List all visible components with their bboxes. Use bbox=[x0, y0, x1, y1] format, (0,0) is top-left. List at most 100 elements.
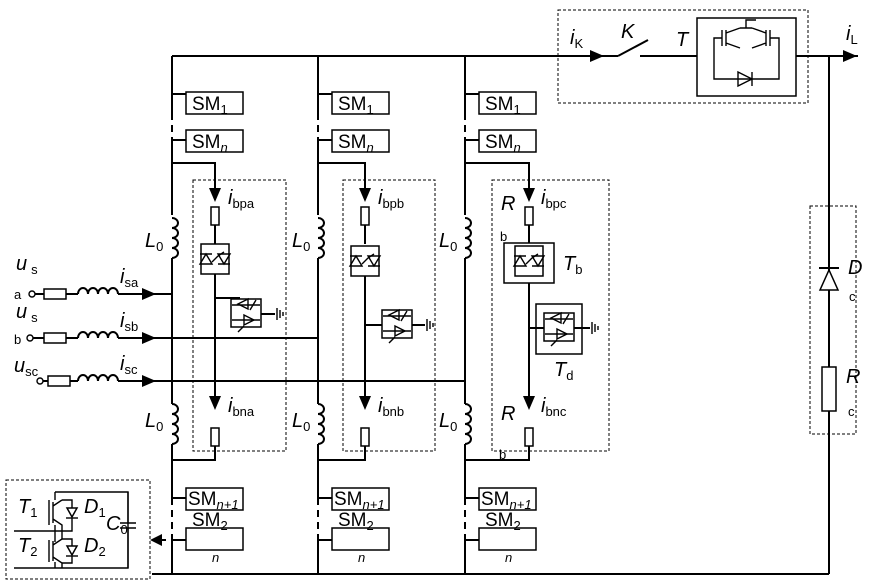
bottom-dc-bus bbox=[152, 548, 829, 574]
arm-b-thyristor-td bbox=[382, 310, 412, 343]
arm-c-td-label: Td bbox=[554, 359, 573, 383]
switch-k-label: K bbox=[621, 21, 636, 43]
arm-a-res-bot bbox=[211, 428, 219, 446]
arm-c-sm2-n: n bbox=[505, 550, 512, 565]
isa-arrow bbox=[142, 288, 156, 300]
phase-b-inductor bbox=[78, 332, 118, 338]
arm-a-ground bbox=[277, 308, 283, 320]
phase-b-terminal bbox=[27, 335, 33, 341]
arm-b-thyristor-tb bbox=[350, 246, 380, 276]
resistor-rc-sub: c bbox=[848, 404, 855, 419]
arm-b-inductor-top bbox=[318, 218, 324, 258]
arm-c-r-top-label: R bbox=[501, 193, 515, 215]
arm-b-res-top bbox=[361, 207, 369, 225]
arm-a-sm2-n: n bbox=[212, 550, 219, 565]
arm-c-ibp-label: ibpc bbox=[541, 187, 567, 211]
resistor-rc bbox=[822, 367, 836, 411]
arm-a: SM1 SMn L0 L0 ibpa ibna SMn+1 SM2 n bbox=[145, 92, 286, 565]
isb-label: isb bbox=[120, 310, 138, 334]
arm-c-ibn-arrow bbox=[523, 396, 535, 410]
isb-arrow bbox=[142, 332, 156, 344]
isc-label: isc bbox=[120, 353, 138, 377]
arm-b-sm2-n: n bbox=[358, 550, 365, 565]
sm-d1-label: D1 bbox=[84, 496, 106, 520]
ik-label: iK bbox=[570, 27, 583, 51]
arm-b-inductor-bot bbox=[318, 404, 324, 444]
arm-a-sm2 bbox=[186, 528, 243, 550]
arm-b-sm2-label: SM2 bbox=[338, 510, 374, 533]
arm-a-ibn-label: ibna bbox=[228, 395, 255, 419]
arm-b-ibp-arrow bbox=[359, 188, 371, 202]
phase-a-node-label: a bbox=[14, 287, 22, 302]
arm-b: SM1 SMn L0 L0 ibpb ibnb SMn+1 SM2 n bbox=[292, 92, 435, 565]
phase-a-voltage-label: us bbox=[16, 253, 38, 277]
isc-arrow bbox=[142, 375, 156, 387]
phase-c-terminal bbox=[37, 378, 43, 384]
arm-c-thyristor-td bbox=[544, 313, 574, 346]
arm-c-inductor-bot-label: L0 bbox=[439, 410, 457, 434]
arm-b-ground bbox=[427, 319, 433, 331]
phase-c-voltage-label: usc bbox=[14, 355, 39, 379]
phase-c-resistor bbox=[48, 376, 70, 386]
diode-dc-label: D bbox=[848, 257, 862, 279]
phase-a-resistor bbox=[44, 289, 66, 299]
phase-a-terminal bbox=[29, 291, 35, 297]
phase-a-inductor bbox=[78, 288, 118, 294]
arm-c-ground bbox=[592, 322, 598, 334]
arm-a-ibp-label: ibpa bbox=[228, 187, 255, 211]
arm-b-sm2 bbox=[332, 528, 389, 550]
arm-c-node-b-bot: b bbox=[499, 447, 506, 462]
submodule-detail: T1 D1 T2 D2 C0 bbox=[6, 480, 166, 579]
arm-a-inductor-bot bbox=[172, 404, 178, 444]
ik-arrow bbox=[590, 50, 604, 62]
arm-c-r-bot-label: R bbox=[501, 403, 515, 425]
arm-b-ibn-arrow bbox=[359, 396, 371, 410]
sm-t2-label: T2 bbox=[18, 535, 37, 559]
phase-b-node-label: b bbox=[14, 332, 21, 347]
resistor-rc-label: R bbox=[846, 366, 860, 388]
arm-b-ibn-label: ibnb bbox=[378, 395, 404, 419]
phase-b-voltage-label: us bbox=[16, 301, 38, 325]
ac-source-phase-a: us a isa bbox=[14, 253, 172, 302]
arm-c-tb-label: Tb bbox=[563, 253, 582, 277]
ac-source-phase-b: us b isb bbox=[14, 301, 318, 347]
arm-c: SM1 SMn L0 L0 R ibpc b Tb Td R ibnc b bbox=[439, 92, 609, 565]
sm-t1-label: T1 bbox=[18, 496, 37, 520]
il-arrow bbox=[843, 50, 857, 62]
arm-a-inductor-bot-label: L0 bbox=[145, 410, 163, 434]
arm-c-ibp-arrow bbox=[523, 188, 535, 202]
arm-a-inductor-top bbox=[172, 218, 178, 258]
arm-a-ibp-arrow bbox=[209, 188, 221, 202]
arm-c-sm2-label: SM2 bbox=[485, 510, 521, 533]
arm-b-inductor-bot-label: L0 bbox=[292, 410, 310, 434]
arm-a-res-top bbox=[211, 207, 219, 225]
arm-c-inductor-bot bbox=[465, 404, 471, 444]
solid-state-t-label: T bbox=[676, 29, 690, 51]
diode-dc bbox=[819, 268, 839, 290]
arm-c-inductor-top bbox=[465, 218, 471, 258]
load-branch: D c R c bbox=[810, 56, 862, 574]
arm-c-sm2 bbox=[479, 528, 536, 550]
arm-c-res-bot bbox=[525, 428, 533, 446]
arm-c-inductor-top-label: L0 bbox=[439, 230, 457, 254]
arm-c-ibn-label: ibnc bbox=[541, 395, 567, 419]
arm-a-ibn-arrow bbox=[209, 396, 221, 410]
arm-a-thyristor-td bbox=[231, 299, 261, 332]
sm-d2-label: D2 bbox=[84, 535, 106, 559]
arm-c-res-top bbox=[525, 207, 533, 225]
submodule-callout-arrow bbox=[150, 534, 162, 546]
arm-a-sm2-label: SM2 bbox=[192, 510, 228, 533]
ac-source-phase-c: usc isc bbox=[14, 353, 465, 387]
phase-b-resistor bbox=[44, 333, 66, 343]
arm-c-thyristor-tb bbox=[514, 246, 544, 276]
diode-dc-sub: c bbox=[849, 289, 856, 304]
isa-label: isa bbox=[120, 266, 139, 290]
sm-c0-label: C0 bbox=[106, 513, 128, 537]
arm-b-res-bot bbox=[361, 428, 369, 446]
arm-a-inductor-top-label: L0 bbox=[145, 230, 163, 254]
phase-c-inductor bbox=[78, 375, 118, 381]
il-label: iL bbox=[846, 23, 858, 47]
solid-state-switch bbox=[697, 18, 796, 96]
arm-b-inductor-top-label: L0 bbox=[292, 230, 310, 254]
